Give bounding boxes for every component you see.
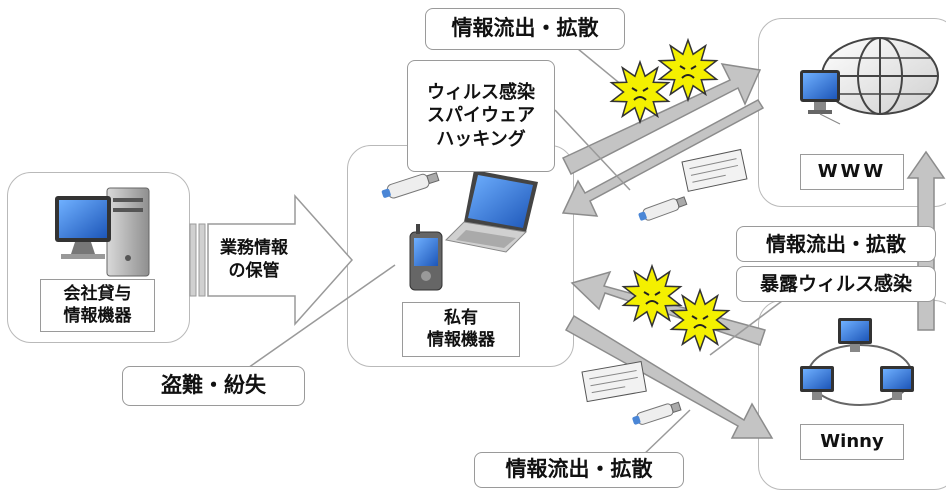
www-outbound-arrow xyxy=(561,63,762,176)
network-pc-icon xyxy=(800,318,914,406)
threat-star-icon xyxy=(657,37,719,103)
leak-callout-bottom: 情報流出・拡散 xyxy=(474,452,684,488)
exposure-callout: 暴露ウィルス感染 xyxy=(736,266,936,302)
winny-label: Winny xyxy=(800,424,904,460)
leak-callout-top: 情報流出・拡散 xyxy=(425,8,625,50)
document-icon xyxy=(581,361,647,403)
winny-outbound-arrow xyxy=(564,314,774,439)
threat-face-icon xyxy=(679,65,697,79)
usb-stick-icon xyxy=(638,196,688,221)
www-label: WWW xyxy=(800,154,904,190)
www-monitor-icon xyxy=(800,70,841,125)
theft-callout: 盗難・紛失 xyxy=(122,366,305,406)
company-device-label: 会社貸与 情報機器 xyxy=(40,279,155,332)
usb-stick-icon xyxy=(632,401,682,425)
threat-face-icon xyxy=(631,87,649,101)
desktop-pc-icon xyxy=(55,187,150,277)
www-inbound-arrow xyxy=(561,99,765,217)
threat-face-icon xyxy=(691,315,709,329)
virus-callout: ウィルス感染 スパイウェア ハッキング xyxy=(407,60,555,172)
threat-face-icon xyxy=(643,291,661,305)
usb-stick-icon xyxy=(381,172,440,199)
storage-arrow xyxy=(189,194,354,326)
threat-stars xyxy=(609,37,731,353)
private-device-label: 私有 情報機器 xyxy=(402,302,520,357)
storage-arrow-label: 業務情報 の保管 xyxy=(220,238,288,281)
pda-icon xyxy=(409,224,443,291)
leak-callout-right: 情報流出・拡散 xyxy=(736,226,936,262)
laptop-icon xyxy=(444,170,538,253)
threat-star-icon xyxy=(669,287,731,353)
threat-star-icon xyxy=(621,263,683,329)
document-icon xyxy=(681,148,748,192)
threat-star-icon xyxy=(609,59,671,125)
